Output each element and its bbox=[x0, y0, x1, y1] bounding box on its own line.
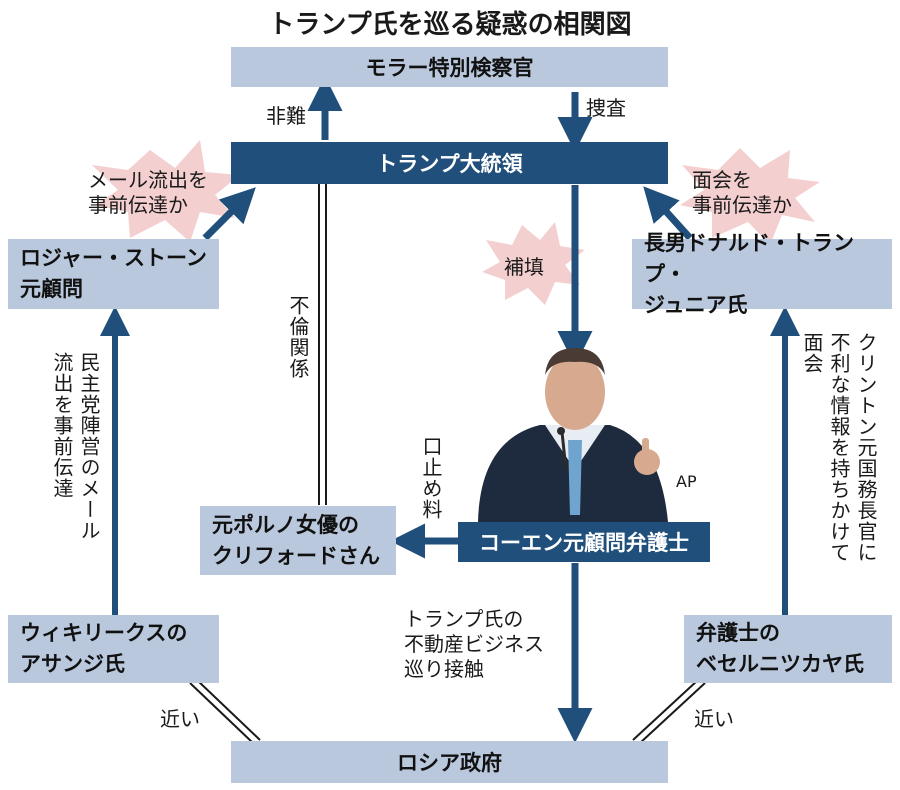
node-trump-label: トランプ大統領 bbox=[376, 152, 523, 176]
node-stone-label: ロジャー・ストーン 元顧問 bbox=[20, 246, 207, 301]
node-assange-label: ウィキリークスの アサンジ氏 bbox=[20, 621, 188, 676]
burst-shape-junior bbox=[680, 148, 820, 245]
node-cohen-label: コーエン元顧問弁護士 bbox=[479, 531, 689, 555]
close-right-double-line bbox=[632, 679, 706, 744]
edge-label-close-right: 近い bbox=[694, 707, 734, 731]
edge-label-clinton-meeting: クリントン元国務長官に 不利な情報を持ちかけて 面会 bbox=[800, 332, 878, 563]
node-junior: 長男ドナルド・トランプ・ ジュニア氏 bbox=[632, 231, 892, 317]
node-trump: トランプ大統領 bbox=[231, 142, 668, 184]
edge-label-hush-money: 口止め料 bbox=[419, 436, 443, 520]
node-clifford: 元ポルノ女優の クリフォードさん bbox=[200, 506, 396, 575]
affair-double-line bbox=[318, 183, 327, 505]
node-veselnitskaya: 弁護士の ベセルニツカヤ氏 bbox=[684, 615, 892, 683]
photo-credit: AP bbox=[676, 472, 697, 491]
burst-shape-compensation bbox=[482, 222, 585, 305]
node-veselnitskaya-label: 弁護士の ベセルニツカヤ氏 bbox=[696, 621, 864, 676]
stone-to-trump-arrow bbox=[202, 187, 256, 241]
burst-shape-stone bbox=[92, 140, 240, 242]
edge-label-dnc-leak: 民主党陣営のメール 流出を事前伝達 bbox=[50, 352, 101, 541]
node-assange: ウィキリークスの アサンジ氏 bbox=[8, 615, 219, 683]
node-stone: ロジャー・ストーン 元顧問 bbox=[8, 239, 219, 309]
edge-label-close-left: 近い bbox=[160, 707, 200, 731]
edge-label-email-leak-advance: メール流出を 事前伝達か bbox=[88, 168, 208, 217]
close-left-double-line bbox=[189, 679, 261, 744]
edge-label-criticism: 非難 bbox=[266, 104, 306, 128]
junior-to-trump-arrow bbox=[643, 186, 693, 241]
edge-label-affair: 不倫関係 bbox=[286, 295, 310, 379]
node-russia: ロシア政府 bbox=[231, 741, 668, 783]
node-junior-label: 長男ドナルド・トランプ・ ジュニア氏 bbox=[644, 230, 854, 317]
diagram-title: トランプ氏を巡る疑惑の相関図 bbox=[268, 10, 632, 40]
edge-label-real-estate: トランプ氏の 不動産ビジネス 巡り接触 bbox=[404, 607, 544, 681]
node-russia-label: ロシア政府 bbox=[397, 751, 502, 775]
edge-label-compensation: 補填 bbox=[504, 255, 544, 279]
node-mueller-label: モラー特別検察官 bbox=[365, 56, 534, 80]
edge-label-meeting-advance: 面会を 事前伝達か bbox=[692, 168, 792, 217]
cohen-photo bbox=[478, 348, 668, 522]
node-cohen: コーエン元顧問弁護士 bbox=[458, 522, 710, 562]
node-mueller: モラー特別検察官 bbox=[231, 47, 668, 87]
edge-label-investigation: 捜査 bbox=[586, 96, 626, 120]
node-clifford-label: 元ポルノ女優の クリフォードさん bbox=[212, 512, 380, 568]
